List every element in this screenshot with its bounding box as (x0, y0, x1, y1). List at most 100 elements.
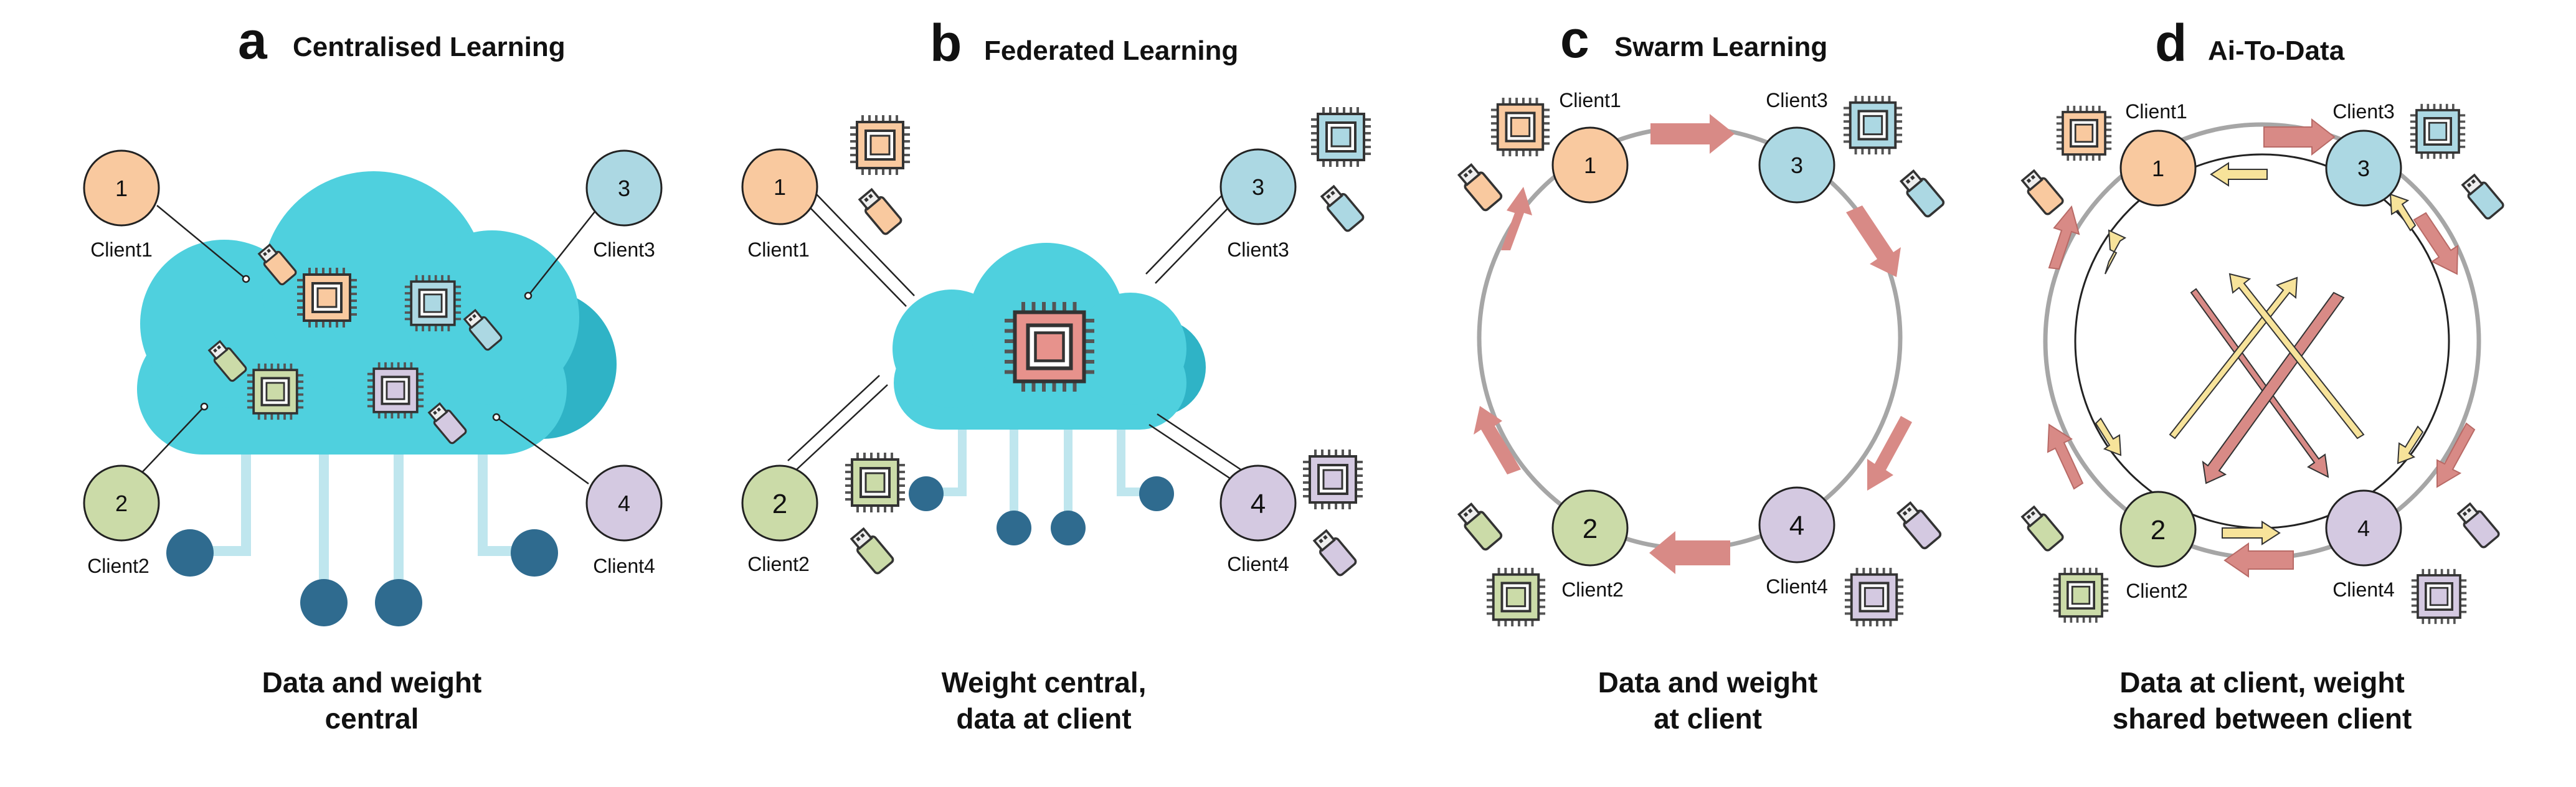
network-node-icon (909, 476, 944, 511)
client-number: 2 (772, 489, 787, 519)
client-1: 1 Client1 (741, 148, 818, 261)
caption-line-2: data at client (956, 702, 1131, 735)
cpu-chip-icon (1844, 567, 1905, 628)
client-3: 3 Client3 (585, 149, 663, 261)
panel-letter: c (1560, 10, 1589, 68)
client-1: 1 Client1 (2119, 100, 2197, 207)
client-number: 3 (1252, 174, 1264, 200)
client-number: 1 (774, 174, 786, 200)
panel-title: Federated Learning (984, 35, 1238, 66)
client-4: 4 Client4 (1758, 486, 1835, 598)
client-label: Client3 (1227, 238, 1289, 261)
panel-b: b Federated Learning (741, 14, 1372, 735)
client-label: Client2 (1561, 578, 1624, 601)
client-2: 2 Client2 (1551, 489, 1629, 601)
client-label: Client1 (1559, 89, 1621, 111)
caption-line-2: shared between client (2113, 702, 2412, 735)
cpu-chip-icon (1842, 95, 1903, 156)
network-node-icon (511, 529, 558, 577)
panel-c: c Swarm Learning 1 Client1 3 Cli (1455, 10, 1946, 735)
caption-line-1: Weight central, (942, 666, 1147, 699)
network-node-icon (1051, 511, 1086, 545)
cpu-chip-icon (844, 451, 906, 514)
client-number: 4 (2357, 516, 2370, 541)
cpu-chip-icon (2055, 105, 2113, 162)
client-2: 2 Client2 (83, 464, 160, 577)
client-label: Client4 (2332, 578, 2395, 601)
data-arrows (2095, 162, 2424, 545)
panel-letter: a (238, 11, 268, 70)
cpu-chip-icon (1310, 106, 1372, 168)
ring (1477, 125, 1903, 551)
network-node-icon (166, 529, 214, 577)
panel-title: Swarm Learning (1614, 32, 1827, 62)
caption-line-2: central (325, 702, 419, 735)
panel-title: Ai-To-Data (2208, 35, 2345, 66)
client-label: Client1 (747, 238, 810, 261)
client-4: 4 Client4 (2325, 489, 2402, 601)
usb-drive-icon (2455, 500, 2501, 550)
cpu-chip-icon (366, 361, 425, 420)
client-label: Client3 (593, 238, 655, 261)
usb-drive-icon (1310, 527, 1358, 578)
client-number: 2 (115, 491, 128, 516)
caption-line-2: at client (1654, 702, 1762, 735)
client-4: 4 Client4 (585, 464, 663, 577)
client-label: Client1 (90, 238, 153, 261)
caption-line-1: Data and weight (1598, 666, 1818, 699)
cpu-chip-icon (1490, 97, 1551, 158)
client-label: Client3 (2332, 100, 2395, 123)
client-number: 3 (618, 176, 630, 201)
usb-drive-icon (2019, 503, 2065, 553)
usb-drive-icon (848, 525, 896, 576)
client-label: Client2 (87, 555, 149, 577)
client-label: Client2 (747, 553, 810, 575)
client-number: 1 (1584, 153, 1596, 178)
usb-drive-icon (2019, 167, 2065, 217)
usb-drive-icon (1455, 501, 1504, 552)
weight-arrows (2047, 118, 2476, 578)
client-number: 1 (2152, 156, 2164, 181)
caption-line-1: Data and weight (262, 666, 482, 699)
weight-arrows (1474, 114, 1912, 574)
network-pipes (190, 436, 536, 601)
cpu-chip-icon (2052, 567, 2110, 624)
ring (2043, 122, 2481, 560)
panel-title: Centralised Learning (293, 32, 566, 62)
client-1: 1 Client1 (83, 149, 160, 261)
usb-drive-icon (856, 186, 904, 237)
client-1: 1 Client1 (1551, 89, 1629, 204)
client-number: 2 (1583, 514, 1598, 544)
client-3: 3 Client3 (2325, 100, 2402, 207)
client-number: 4 (1251, 489, 1266, 519)
panel-a: a Centralised Learning (83, 11, 663, 735)
cpu-chip-icon (404, 274, 462, 332)
caption-line-1: Data at client, weight (2119, 666, 2405, 699)
usb-drive-icon (1318, 183, 1366, 233)
panel-letter: b (930, 14, 962, 72)
network-node-icon (300, 579, 348, 626)
network-node-icon (375, 579, 422, 626)
client-number: 4 (618, 491, 630, 516)
client-label: Client4 (1227, 553, 1289, 575)
cpu-chip-icon (1302, 448, 1364, 511)
panel-letter: d (2155, 14, 2187, 72)
client-2: 2 Client2 (2119, 491, 2197, 602)
cpu-chip-icon (1485, 567, 1546, 628)
client-2: 2 Client2 (741, 464, 818, 575)
client-3: 3 Client3 (1758, 89, 1835, 204)
cpu-chip-icon (2409, 103, 2466, 160)
client-number: 4 (1789, 511, 1804, 541)
cpu-chip-icon (1005, 302, 1094, 392)
client-number: 1 (115, 176, 128, 201)
client-label: Client2 (2126, 580, 2188, 602)
client-label: Client3 (1766, 89, 1828, 111)
usb-drive-icon (2459, 171, 2506, 221)
client-label: Client4 (1766, 575, 1828, 598)
cpu-chip-icon (849, 114, 911, 176)
client-number: 2 (2151, 515, 2166, 545)
client-number: 3 (1791, 153, 1803, 178)
usb-drive-icon (1455, 161, 1504, 213)
client-3: 3 Client3 (1219, 148, 1297, 261)
